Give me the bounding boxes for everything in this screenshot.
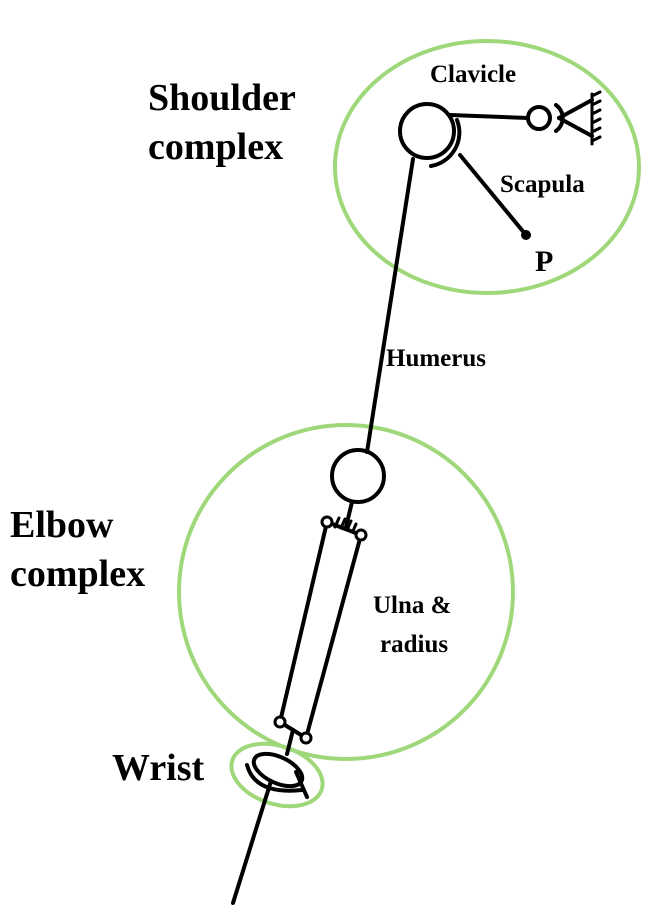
scapula-link xyxy=(458,153,528,237)
forearm-pin-top-left xyxy=(320,515,334,529)
clavicle-label: Clavicle xyxy=(430,61,516,88)
ground-link-lower xyxy=(557,116,594,138)
scapula-label: Scapula xyxy=(500,171,585,198)
wrist-region xyxy=(229,741,325,809)
humerus-label: Humerus xyxy=(386,345,486,372)
wrist-cross-link xyxy=(294,770,309,799)
forearm-label-line2: radius xyxy=(380,631,448,658)
forearm-pin-bottom-left xyxy=(273,715,287,729)
shoulder-joint-sphere xyxy=(398,102,456,160)
scapula-point-p xyxy=(521,230,531,240)
forearm-pin-bottom-right xyxy=(299,731,313,745)
elbow-complex-label-line2: complex xyxy=(10,553,145,595)
hand-link xyxy=(231,779,273,905)
forearm-pin-top-right xyxy=(354,528,368,542)
humerus-link xyxy=(365,157,415,454)
ground-fixed-icon xyxy=(590,90,602,146)
radius-link xyxy=(304,533,363,740)
shoulder-mechanism xyxy=(398,90,602,240)
ulna-link xyxy=(278,520,329,724)
clavicle-link xyxy=(448,113,530,120)
elbow-complex-label-line1: Elbow xyxy=(10,504,114,546)
elbow-complex-region xyxy=(177,423,515,761)
scapula-socket-arc xyxy=(429,118,462,168)
shoulder-complex-region xyxy=(333,39,641,295)
elbow-connector xyxy=(344,500,354,529)
ground-link-upper xyxy=(557,98,594,120)
wrist-connector xyxy=(285,728,295,756)
elbow-mechanism xyxy=(273,448,386,756)
wrist-socket-arc xyxy=(245,763,304,793)
point-p-label: P xyxy=(535,245,553,278)
sternoclavicular-joint xyxy=(526,105,552,131)
wrist-label: Wrist xyxy=(112,747,205,789)
elbow-joint-sphere xyxy=(330,448,386,504)
shoulder-complex-label-line2: complex xyxy=(148,126,283,168)
wrist-mechanism xyxy=(231,751,309,905)
shoulder-complex-label-line1: Shoulder xyxy=(148,77,296,119)
forearm-label-line1: Ulna & xyxy=(373,592,451,619)
